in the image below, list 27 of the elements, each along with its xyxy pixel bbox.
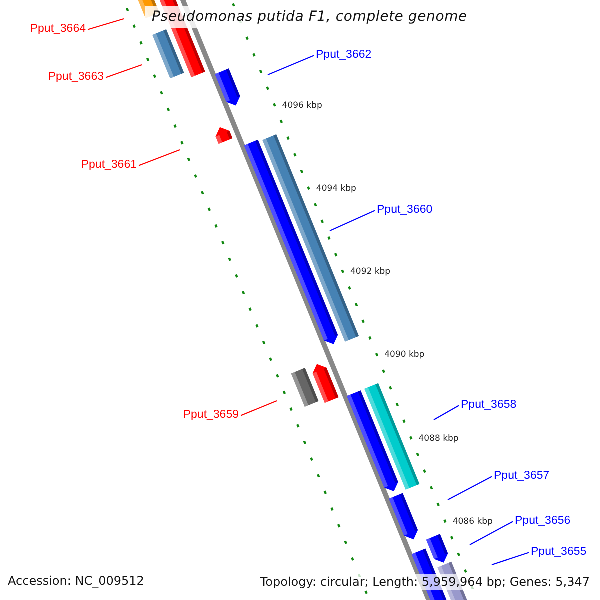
tick-label: 4094 kbp: [316, 184, 356, 194]
gene-label: Pput_3661: [81, 160, 137, 172]
leader-line: [470, 521, 514, 546]
tick-label: 4096 kbp: [282, 102, 322, 110]
tick-label: 4088 kbp: [418, 434, 459, 444]
tick-label: 4086 kbp: [452, 518, 493, 526]
leader-line: [106, 64, 142, 78]
leader-line: [268, 55, 314, 76]
leader-line: [330, 210, 376, 232]
leader-line: [434, 405, 460, 420]
gene-label: Pput_3664: [30, 24, 86, 36]
accession-label: Accession: NC_009512: [8, 575, 144, 587]
gene-label: Pput_3659: [183, 410, 239, 422]
gene-label: Pput_3658: [461, 400, 517, 412]
gene-label: Pput_3655: [531, 547, 587, 558]
leader-line: [492, 552, 530, 566]
gene-label: Pput_3657: [494, 471, 550, 482]
gene-label: Pput_3663: [48, 72, 104, 84]
leader-line: [88, 18, 124, 30]
leader-line: [448, 476, 492, 500]
leader-line: [138, 149, 180, 166]
leader-line: [240, 400, 278, 416]
tick-label: 4092 kbp: [350, 268, 391, 277]
gene-label: Pput_3656: [515, 516, 571, 528]
gene-label: Pput_3660: [377, 205, 433, 216]
gene-label: Pput_3662: [316, 50, 372, 62]
tick-label: 4090 kbp: [384, 351, 425, 360]
